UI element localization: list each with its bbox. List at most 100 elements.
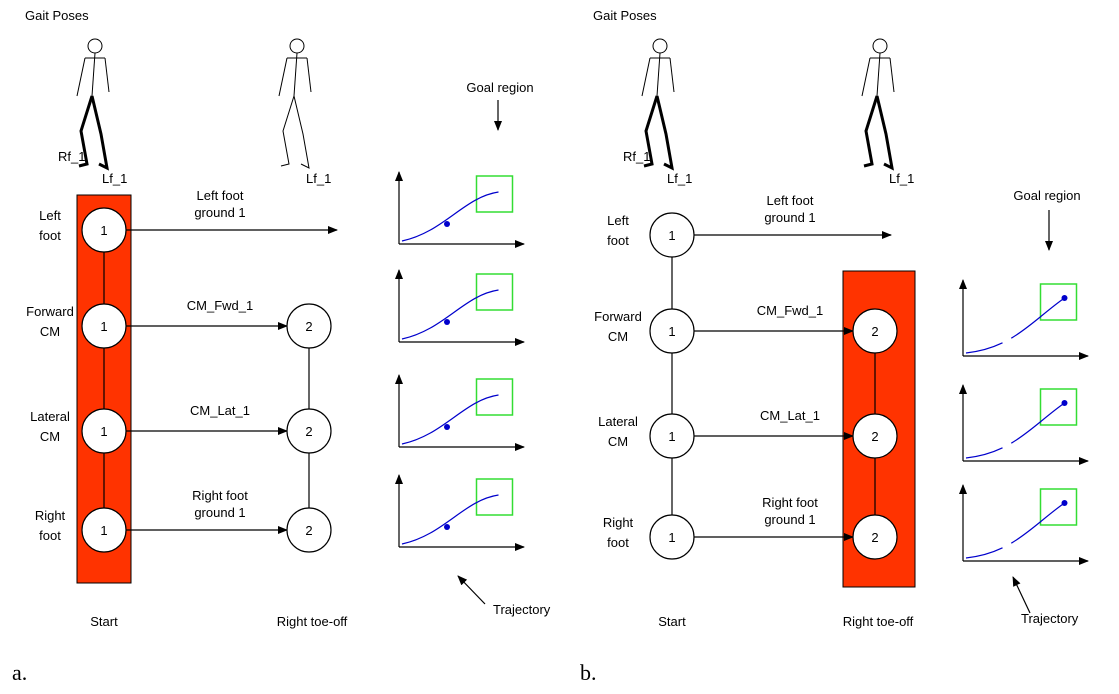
start-node-label: 1: [100, 319, 107, 334]
row-label-line: Lateral: [598, 414, 638, 429]
edge-label: CM_Lat_1: [760, 408, 820, 423]
goal-region-box: [1039, 283, 1078, 321]
start-node: [81, 207, 127, 253]
toe-off-node: [286, 507, 332, 553]
trajectory-plot: [395, 171, 525, 248]
start-node: [81, 507, 127, 553]
trajectory-curve: [401, 394, 499, 445]
edge-label: ground 1: [194, 505, 245, 520]
edge-label: ground 1: [764, 512, 815, 527]
head: [872, 38, 888, 54]
trajectory-arrowhead: [444, 524, 450, 530]
arm: [669, 57, 675, 93]
panel-caption: b.: [580, 660, 597, 685]
row-label-line: Lateral: [30, 409, 70, 424]
trajectory-plot: [959, 484, 1089, 565]
arm: [861, 57, 871, 97]
row-label-line: CM: [608, 434, 628, 449]
leg: [655, 95, 674, 171]
pose-label: Rf_1: [623, 149, 650, 164]
start-node: [649, 308, 695, 354]
trajectory-plot: [959, 279, 1089, 360]
start-node-label: 1: [668, 324, 675, 339]
edge-label: Left foot: [767, 193, 814, 208]
trajectory-pointer: [457, 575, 486, 605]
stick-figure-pose-1: [76, 38, 110, 171]
arm: [641, 57, 651, 97]
torso: [656, 52, 661, 97]
head: [652, 38, 668, 54]
arm: [104, 57, 110, 93]
toe-off-node-label: 2: [305, 523, 312, 538]
edge-label: Left foot: [197, 188, 244, 203]
trajectory-arrowhead: [444, 319, 450, 325]
edge-label: CM_Lat_1: [190, 403, 250, 418]
toe-off-node-label: 2: [305, 319, 312, 334]
toe-off-node-label: 2: [871, 429, 878, 444]
leg: [643, 95, 659, 168]
trajectory-curve: [965, 502, 1065, 559]
stick-figure-pose-1: [641, 38, 675, 171]
row-label-line: Left: [607, 213, 629, 228]
trajectory-arrowhead: [1061, 500, 1068, 506]
row-label-line: Right: [35, 508, 66, 523]
start-node: [649, 514, 695, 560]
column-toe-off-label: Right toe-off: [843, 614, 914, 629]
trajectory-plot: [395, 374, 525, 451]
toe-off-node-label: 2: [871, 530, 878, 545]
row-label-line: CM: [40, 324, 60, 339]
torso: [876, 52, 881, 97]
row-label-line: foot: [607, 233, 629, 248]
start-node: [649, 413, 695, 459]
trajectory-plot: [395, 269, 525, 346]
toe-off-node: [852, 514, 898, 560]
goal-region-label: Goal region: [466, 80, 533, 95]
trajectory-arrowhead: [444, 221, 450, 227]
goal-region-box: [1039, 488, 1078, 526]
trajectory-plot: [395, 474, 525, 551]
torso: [293, 52, 298, 97]
trajectory-curve: [401, 191, 499, 242]
start-node-label: 1: [100, 424, 107, 439]
row-label: Left foot: [607, 213, 629, 248]
arm: [889, 57, 895, 93]
toe-off-node: [852, 413, 898, 459]
start-node-label: 1: [668, 429, 675, 444]
start-node: [81, 408, 127, 454]
head: [289, 38, 305, 54]
gait-poses-title: Gait Poses: [593, 8, 657, 23]
row-label-line: Forward: [594, 309, 642, 324]
leg: [78, 95, 94, 168]
trajectory-arrowhead: [1061, 400, 1068, 406]
leg: [280, 95, 295, 167]
leg: [293, 95, 310, 169]
goal-region-box: [475, 175, 514, 213]
edge-label: CM_Fwd_1: [187, 298, 253, 313]
leg: [875, 95, 894, 171]
arm: [278, 57, 288, 97]
toe-off-node: [286, 408, 332, 454]
trajectory-label: Trajectory: [493, 602, 551, 617]
goal-region-box: [475, 273, 514, 311]
goal-region-box: [475, 478, 514, 516]
row-label-line: Forward: [26, 304, 74, 319]
goal-region-label: Goal region: [1013, 188, 1080, 203]
row-label-line: foot: [607, 535, 629, 550]
start-node: [81, 303, 127, 349]
toe-off-node-label: 2: [305, 424, 312, 439]
leg: [863, 95, 879, 168]
goal-region-box: [475, 378, 514, 416]
gait-poses-title: Gait Poses: [25, 8, 89, 23]
stick-figure-pose-2: [278, 38, 312, 169]
arm: [306, 57, 312, 93]
stick-figure-pose-2: [861, 38, 895, 171]
row-label-line: CM: [40, 429, 60, 444]
trajectory-plot: [959, 384, 1089, 465]
